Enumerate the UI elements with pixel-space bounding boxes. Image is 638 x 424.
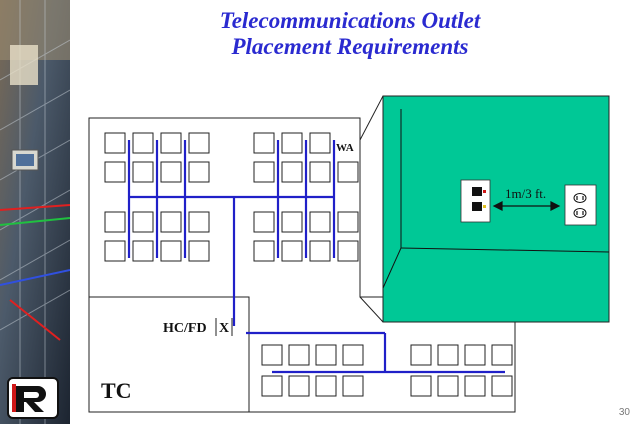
logo-r-icon — [7, 377, 59, 419]
zoom-line-bottom — [359, 296, 384, 323]
title-line-1: Telecommunications Outlet — [219, 8, 481, 33]
desk-cubicle — [491, 375, 513, 397]
title-line-2: Placement Requirements — [231, 34, 469, 59]
desk-cubicle — [281, 240, 303, 262]
desk-cubicle — [464, 375, 486, 397]
floor-corner-line — [382, 247, 402, 289]
double-arrow-icon — [492, 201, 561, 211]
desk-cubicle — [337, 211, 359, 233]
desk-cubicle — [132, 240, 154, 262]
desk-cubicle — [337, 161, 359, 183]
floor-line — [400, 247, 610, 253]
desk-cubicle — [315, 344, 337, 366]
desk-cubicle — [309, 132, 331, 154]
page-number: 30 — [618, 407, 630, 418]
desk-cubicle — [104, 240, 126, 262]
decorative-side-image — [0, 0, 70, 424]
desk-cubicle — [288, 344, 310, 366]
desk-cubicle — [491, 344, 513, 366]
outlet-spacing-label: 1m/3 ft. — [505, 186, 546, 201]
desk-cubicle — [132, 211, 154, 233]
desk-cubicle — [188, 240, 210, 262]
desk-cubicle — [437, 375, 459, 397]
desk-cubicle — [309, 240, 331, 262]
work-area-detail-view: 1m/3 ft. — [382, 95, 610, 323]
desk-cubicle — [104, 211, 126, 233]
desk-cubicle — [104, 161, 126, 183]
desk-cubicle — [464, 344, 486, 366]
desk-cubicle — [342, 344, 364, 366]
desk-cubicle — [132, 161, 154, 183]
desk-cubicle — [132, 132, 154, 154]
desk-cubicle — [261, 344, 283, 366]
desk-cubicle — [288, 375, 310, 397]
desk-cubicle — [281, 211, 303, 233]
desk-cubicle — [281, 161, 303, 183]
telecom-closet-room — [88, 296, 250, 413]
desk-cubicle — [309, 161, 331, 183]
desk-cubicle — [410, 344, 432, 366]
desk-cubicle — [160, 132, 182, 154]
desk-cubicle — [188, 161, 210, 183]
desk-cubicle — [188, 132, 210, 154]
desk-cubicle — [253, 132, 275, 154]
desk-cubicle — [160, 211, 182, 233]
desk-cubicle — [281, 132, 303, 154]
horizontal-cabling — [127, 140, 505, 374]
zoom-line-top — [359, 95, 384, 141]
desk-cubicle — [410, 375, 432, 397]
tc-label: TC — [101, 378, 132, 403]
desk-cubicle — [253, 240, 275, 262]
desk-cubicle — [160, 240, 182, 262]
desk-cubicle — [437, 344, 459, 366]
slide-title: Telecommunications Outlet Placement Requ… — [130, 8, 570, 60]
desk-cubicle — [261, 375, 283, 397]
work-area-desks — [104, 132, 513, 397]
desk-cubicle — [104, 132, 126, 154]
desk-cubicle — [160, 161, 182, 183]
desk-cubicle — [342, 375, 364, 397]
telecom-outlet-icon — [460, 179, 491, 223]
desk-cubicle — [337, 240, 359, 262]
desk-cubicle — [309, 211, 331, 233]
desk-cubicle — [315, 375, 337, 397]
work-area-label: WA — [336, 142, 354, 154]
desk-cubicle — [253, 211, 275, 233]
power-outlet-icon — [564, 184, 597, 226]
hc-fd-label: HC/FD — [163, 321, 207, 336]
desk-cubicle — [253, 161, 275, 183]
cross-connect-mark: X — [219, 321, 229, 336]
desk-cubicle — [188, 211, 210, 233]
